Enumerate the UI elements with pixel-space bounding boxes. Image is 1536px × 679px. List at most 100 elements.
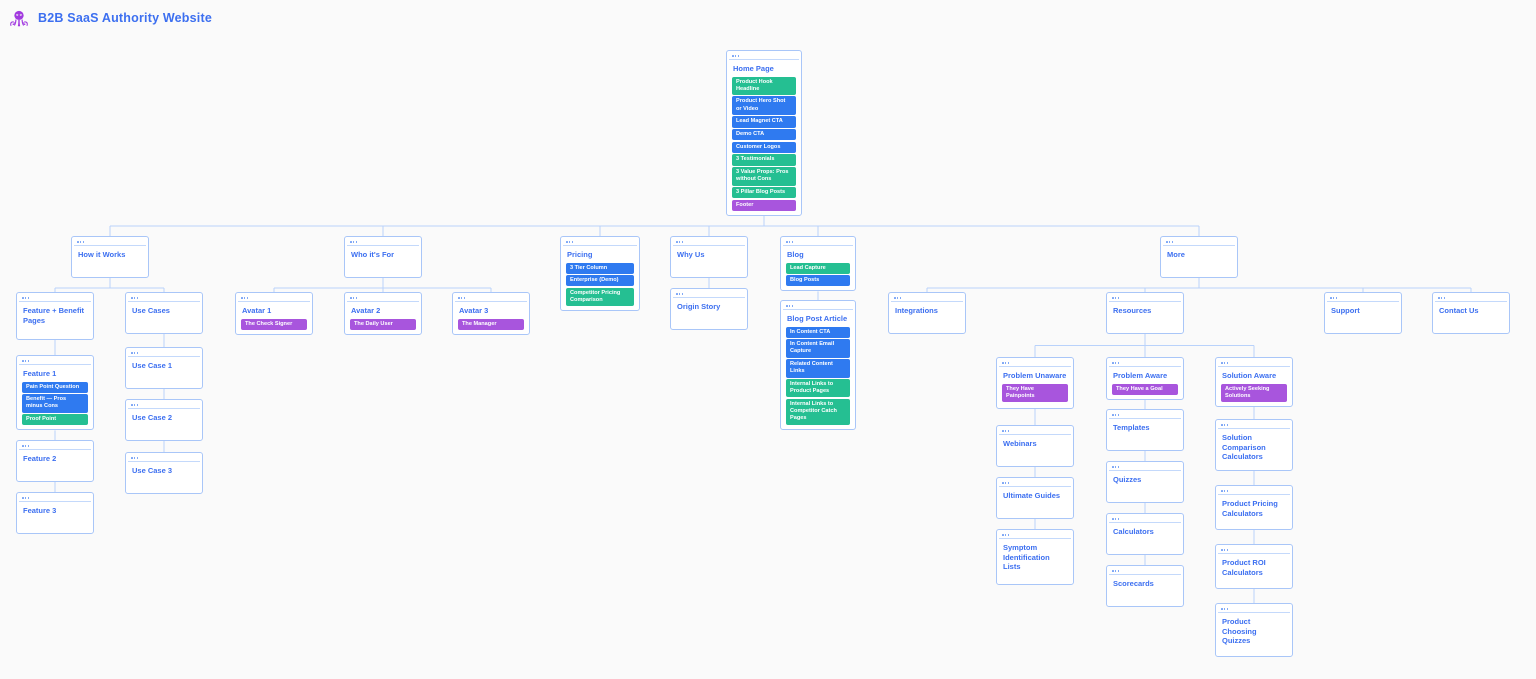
- edge-from-who-its-for: [273, 278, 492, 292]
- sitemap-node-use-case-3[interactable]: Use Case 3: [125, 452, 203, 494]
- node-title: Use Case 2: [132, 413, 173, 422]
- node-chip[interactable]: Customer Logos: [732, 141, 796, 153]
- node-chip[interactable]: Internal Links to Competitor Catch Pages: [786, 398, 850, 425]
- node-title: Problem Unaware: [1003, 371, 1067, 380]
- sitemap-node-solution-comparison-calculators[interactable]: Solution Comparison Calculators: [1215, 419, 1293, 471]
- node-chip[interactable]: Demo CTA: [732, 129, 796, 141]
- sitemap-node-quizzes[interactable]: Quizzes: [1106, 461, 1184, 503]
- sitemap-node-how-it-works[interactable]: How it Works: [71, 236, 149, 278]
- sitemap-node-integrations[interactable]: Integrations: [888, 292, 966, 334]
- sitemap-node-support[interactable]: Support: [1324, 292, 1402, 334]
- sitemap-node-who-its-for[interactable]: Who it's For: [344, 236, 422, 278]
- node-title: Support: [1331, 306, 1360, 315]
- window-dot-icon: [24, 497, 27, 499]
- sitemap-node-product-pricing-calculators[interactable]: Product Pricing Calculators: [1215, 485, 1293, 530]
- node-chip[interactable]: The Manager: [458, 318, 524, 330]
- window-dot-icon: [133, 352, 136, 354]
- node-chip[interactable]: Lead Capture: [786, 262, 850, 274]
- node-chip[interactable]: 3 Tier Column: [566, 262, 634, 274]
- node-title: Solution Comparison Calculators: [1222, 433, 1266, 461]
- node-chip[interactable]: Competitor Pricing Comparison: [566, 287, 634, 307]
- window-dot-icon: [678, 293, 681, 295]
- window-dot-icon: [1221, 549, 1223, 551]
- node-title-bar: [891, 295, 963, 302]
- node-title-bar: [673, 291, 745, 298]
- node-chip[interactable]: Product Hook Headline: [732, 76, 796, 95]
- sitemap-node-more[interactable]: More: [1160, 236, 1238, 278]
- node-chip[interactable]: They Have a Goal: [1112, 383, 1178, 395]
- node-chip[interactable]: In Content CTA: [786, 326, 850, 338]
- window-dot-icon: [1007, 482, 1010, 484]
- window-dot-icon: [1117, 414, 1120, 416]
- sitemap-node-contact-us[interactable]: Contact Us: [1432, 292, 1510, 334]
- window-dot-icon: [681, 241, 684, 243]
- window-dot-icon: [352, 241, 355, 243]
- window-dot-icon: [131, 457, 133, 459]
- node-chip[interactable]: Enterprise (Demo): [566, 275, 634, 287]
- node-chip[interactable]: Pain Point Question: [22, 381, 88, 393]
- node-chip[interactable]: Lead Magnet CTA: [732, 116, 796, 128]
- sitemap-node-templates[interactable]: Templates: [1106, 409, 1184, 451]
- sitemap-node-calculators[interactable]: Calculators: [1106, 513, 1184, 555]
- node-chip[interactable]: Related Content Links: [786, 359, 850, 378]
- sitemap-node-scorecards[interactable]: Scorecards: [1106, 565, 1184, 607]
- sitemap-node-product-roi-calculators[interactable]: Product ROI Calculators: [1215, 544, 1293, 589]
- window-dot-icon: [1007, 534, 1010, 536]
- node-chip[interactable]: In Content Email Capture: [786, 339, 850, 358]
- window-dot-icon: [1117, 297, 1120, 299]
- node-chip[interactable]: The Daily User: [350, 318, 416, 330]
- window-dot-icon: [791, 241, 794, 243]
- sitemap-node-feature-3[interactable]: Feature 3: [16, 492, 94, 534]
- node-chip[interactable]: 3 Pillar Blog Posts: [732, 187, 796, 199]
- sitemap-node-product-choosing-quizzes[interactable]: Product Choosing Quizzes: [1215, 603, 1293, 657]
- sitemap-node-ultimate-guides[interactable]: Ultimate Guides: [996, 477, 1074, 519]
- window-dot-icon: [27, 297, 30, 299]
- sitemap-node-feature-2[interactable]: Feature 2: [16, 440, 94, 482]
- node-chip[interactable]: Proof Point: [22, 414, 88, 426]
- sitemap-node-use-case-2[interactable]: Use Case 2: [125, 399, 203, 441]
- node-title-bar: [1435, 295, 1507, 302]
- window-dot-icon: [1112, 414, 1114, 416]
- window-dot-icon: [133, 457, 136, 459]
- sitemap-node-feature-benefit-pages[interactable]: Feature + Benefit Pages: [16, 292, 94, 340]
- node-chip[interactable]: Product Hero Shot or Video: [732, 96, 796, 115]
- window-dot-icon: [1114, 466, 1117, 468]
- node-title-bar: [729, 53, 799, 60]
- node-chip[interactable]: 3 Testimonials: [732, 154, 796, 166]
- node-chip[interactable]: Internal Links to Product Pages: [786, 379, 850, 398]
- node-chip[interactable]: Actively Seeking Solutions: [1221, 383, 1287, 402]
- node-chip[interactable]: Blog Posts: [786, 275, 850, 287]
- sitemap-node-origin-story[interactable]: Origin Story: [670, 288, 748, 330]
- node-chip[interactable]: The Check Signer: [241, 318, 307, 330]
- node-title-bar: [128, 455, 200, 462]
- window-dot-icon: [131, 352, 133, 354]
- node-chip[interactable]: Benefit — Pros minus Cons: [22, 394, 88, 413]
- sitemap-node-use-case-1[interactable]: Use Case 1: [125, 347, 203, 389]
- sitemap-node-webinars[interactable]: Webinars: [996, 425, 1074, 467]
- node-chip[interactable]: 3 Value Props: Pros without Cons: [732, 167, 796, 186]
- node-chip[interactable]: Footer: [732, 199, 796, 211]
- node-chip-list: They Have a Goal: [1109, 383, 1181, 397]
- sitemap-node-resources[interactable]: Resources: [1106, 292, 1184, 334]
- sitemap-node-symptom-identification-lists[interactable]: Symptom Identification Lists: [996, 529, 1074, 585]
- sitemap-node-why-us[interactable]: Why Us: [670, 236, 748, 278]
- window-dot-icon: [77, 241, 79, 243]
- node-title: Ultimate Guides: [1003, 491, 1061, 500]
- node-title-bar: [19, 495, 91, 502]
- sitemap-node-use-cases[interactable]: Use Cases: [125, 292, 203, 334]
- node-chip[interactable]: They Have Painpoints: [1002, 383, 1068, 402]
- node-title: Feature 1: [23, 369, 57, 378]
- window-dot-icon: [1335, 297, 1338, 299]
